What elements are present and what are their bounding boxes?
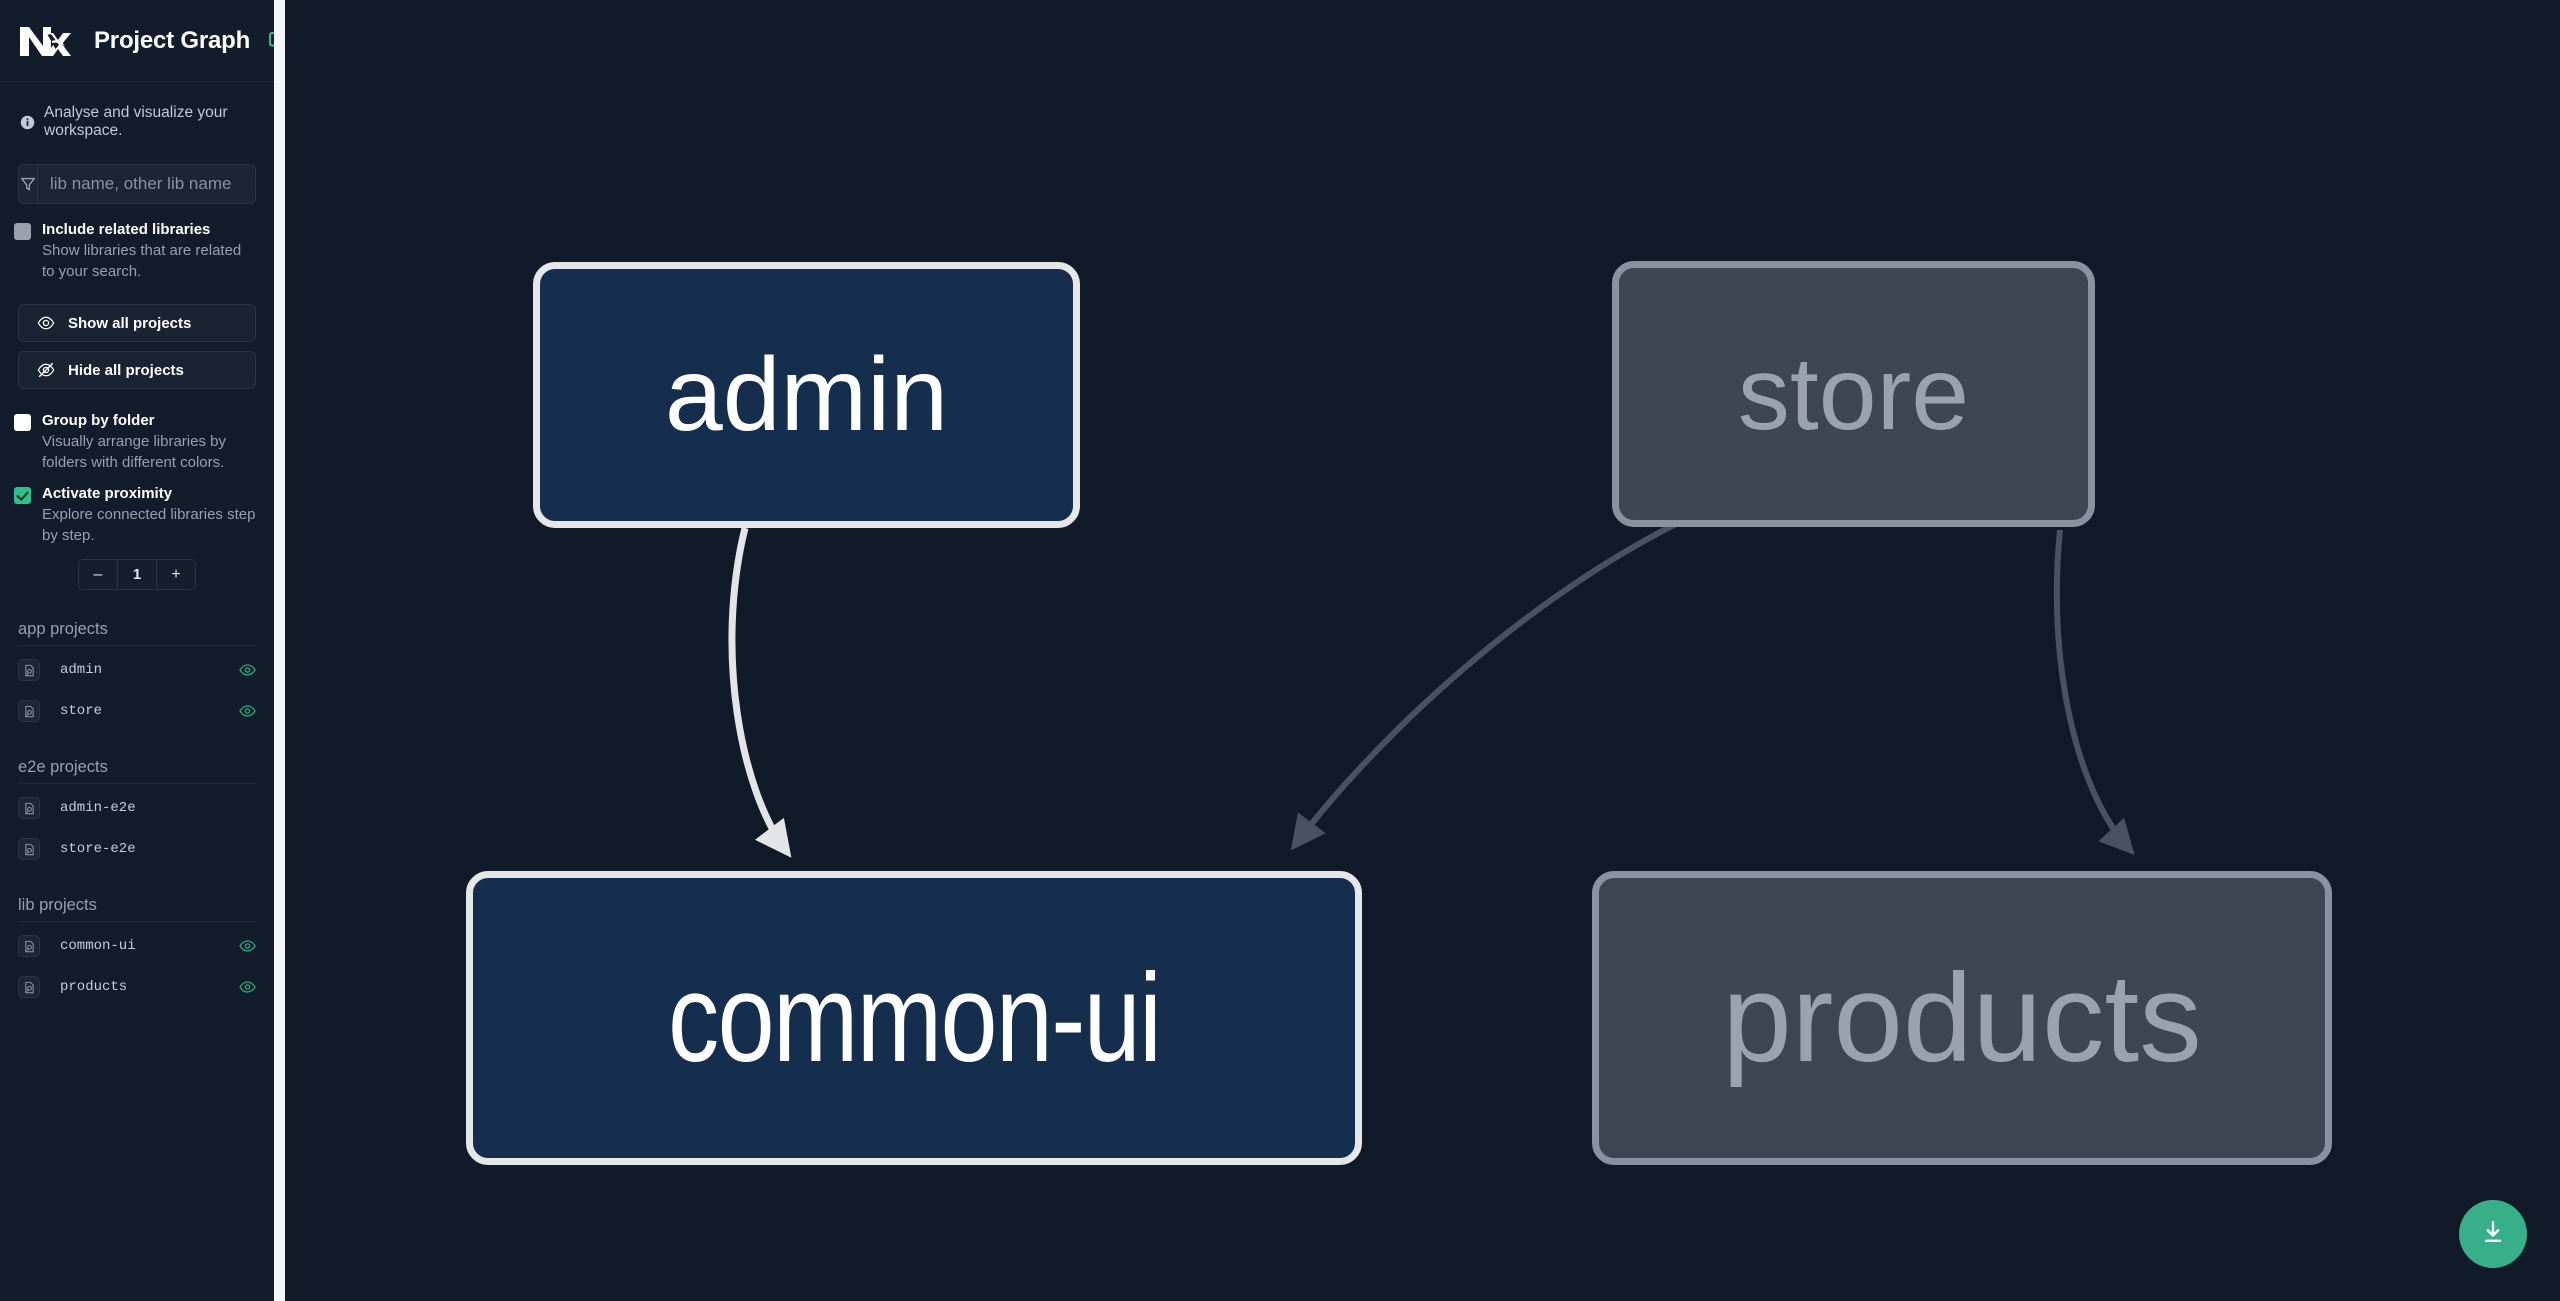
info-icon — [20, 115, 35, 130]
graph-node-label: store — [1737, 335, 1970, 452]
group-title: lib projects — [18, 896, 256, 922]
project-name: admin — [60, 662, 103, 678]
filter-icon — [19, 165, 38, 203]
option-activate-proximity[interactable]: Activate proximity Explore connected lib… — [0, 473, 274, 546]
proximity-value: 1 — [117, 560, 156, 589]
sidebar-project-admin-e2e[interactable]: admin-e2e — [18, 791, 256, 825]
sidebar-divider[interactable] — [274, 0, 285, 1301]
group-title: e2e projects — [18, 758, 256, 784]
group-e2e-projects: e2e projects admin-e2e — [0, 758, 274, 866]
option-title: Include related libraries — [42, 221, 211, 238]
hide-all-projects-label: Hide all projects — [68, 361, 184, 379]
tagline-text: Analyse and visualize your workspace. — [44, 104, 228, 139]
eye-icon[interactable] — [239, 704, 256, 718]
option-description: Show libraries that are related to your … — [42, 242, 242, 280]
graph-node-products[interactable]: products — [1592, 871, 2332, 1165]
group-lib-projects: lib projects common-ui — [0, 896, 274, 1004]
option-include-related-libraries[interactable]: Include related libraries Show libraries… — [0, 204, 274, 282]
project-name: admin-e2e — [60, 800, 136, 816]
include-related-libraries-checkbox[interactable] — [14, 223, 31, 240]
project-file-icon — [18, 976, 40, 998]
proximity-increment-button[interactable]: + — [156, 560, 195, 589]
project-file-icon — [18, 797, 40, 819]
proximity-decrement-button[interactable]: – — [79, 560, 117, 589]
project-file-icon — [18, 659, 40, 681]
option-title: Group by folder — [42, 412, 155, 429]
project-name: products — [60, 979, 128, 995]
group-app-projects: app projects admin — [0, 620, 274, 728]
graph-node-store[interactable]: store — [1612, 261, 2095, 527]
sidebar-project-admin[interactable]: admin — [18, 653, 256, 687]
option-description: Explore connected libraries step by step… — [42, 506, 256, 544]
sidebar-header: Project Graph — [0, 0, 274, 82]
eye-off-icon — [37, 361, 55, 379]
page-title: Project Graph — [94, 26, 251, 54]
search-input[interactable] — [38, 165, 255, 203]
graph-canvas[interactable]: admin store common-ui products — [285, 0, 2560, 1301]
hide-all-projects-button[interactable]: Hide all projects — [18, 351, 256, 389]
nx-logo-icon — [18, 22, 72, 60]
eye-icon[interactable] — [239, 980, 256, 994]
graph-node-label: common-ui — [667, 948, 1162, 1088]
graph-node-admin[interactable]: admin — [533, 262, 1080, 528]
option-description: Visually arrange libraries by folders wi… — [42, 433, 226, 471]
project-name: store-e2e — [60, 841, 136, 857]
tagline: Analyse and visualize your workspace. — [0, 82, 274, 140]
group-by-folder-checkbox[interactable] — [14, 414, 31, 431]
sidebar-project-common-ui[interactable]: common-ui — [18, 929, 256, 963]
edge-store-to-products[interactable] — [2053, 529, 2135, 856]
show-all-projects-button[interactable]: Show all projects — [18, 304, 256, 342]
activate-proximity-checkbox[interactable] — [14, 487, 31, 504]
sidebar-project-store-e2e[interactable]: store-e2e — [18, 832, 256, 866]
sidebar: Project Graph Analyse and visualize your… — [0, 0, 274, 1301]
graph-node-common-ui[interactable]: common-ui — [466, 871, 1362, 1165]
graph-node-label: admin — [664, 336, 949, 453]
proximity-stepper[interactable]: – 1 + — [78, 559, 196, 590]
download-image-button[interactable] — [2459, 1200, 2527, 1268]
project-file-icon — [18, 700, 40, 722]
show-all-projects-label: Show all projects — [68, 314, 192, 332]
eye-icon[interactable] — [239, 939, 256, 953]
monitor-icon[interactable] — [268, 30, 274, 52]
graph-node-label: products — [1722, 948, 2202, 1088]
project-file-icon — [18, 838, 40, 860]
project-name: store — [60, 703, 103, 719]
eye-icon[interactable] — [239, 663, 256, 677]
search-box[interactable] — [18, 164, 256, 204]
download-icon — [2479, 1218, 2507, 1251]
eye-icon — [37, 314, 55, 332]
project-name: common-ui — [60, 938, 136, 954]
project-file-icon — [18, 935, 40, 957]
option-title: Activate proximity — [42, 485, 173, 502]
option-group-by-folder[interactable]: Group by folder Visually arrange librari… — [0, 389, 274, 473]
group-title: app projects — [18, 620, 256, 646]
sidebar-project-products[interactable]: products — [18, 970, 256, 1004]
edge-admin-to-common-ui[interactable] — [728, 527, 792, 858]
sidebar-project-store[interactable]: store — [18, 694, 256, 728]
